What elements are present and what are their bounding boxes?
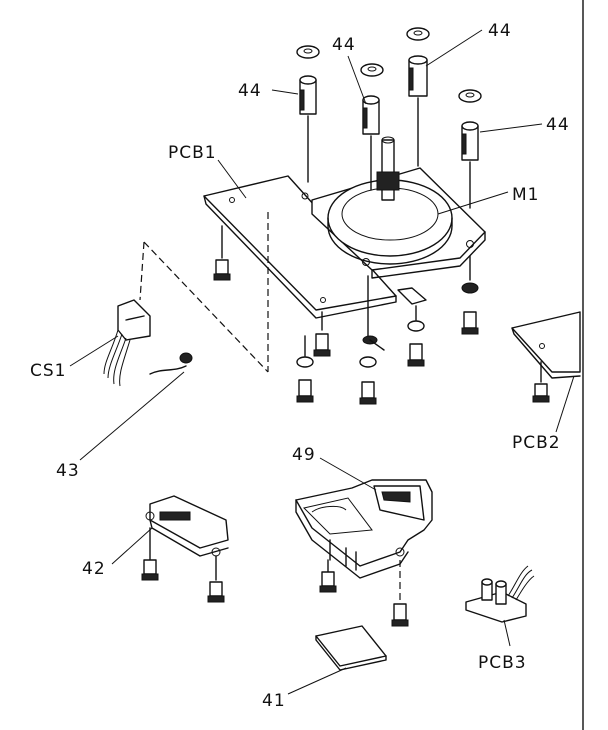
label-44-midleft: 44	[332, 35, 356, 55]
spacer-44-midleft[interactable]	[360, 63, 384, 191]
label-41: 41	[262, 691, 286, 711]
spacer-44-top[interactable]	[406, 27, 430, 167]
screw-washer-1[interactable]	[296, 335, 314, 403]
label-44-left: 44	[238, 81, 262, 101]
motor-m1[interactable]	[311, 136, 486, 279]
screw-washer-5[interactable]	[461, 255, 479, 335]
spacer-44-right[interactable]	[458, 89, 482, 209]
pcb2-board[interactable]	[511, 311, 581, 403]
leader-43	[79, 371, 185, 461]
leader-cs1	[69, 335, 119, 367]
label-pcb2: PCB2	[512, 433, 561, 453]
bracket-screw-4[interactable]	[397, 287, 427, 367]
wire-43[interactable]	[149, 352, 193, 375]
label-m1: M1	[512, 185, 539, 205]
label-pcb1: PCB1	[168, 143, 217, 163]
leader-44a	[271, 89, 299, 95]
label-pcb3: PCB3	[478, 653, 527, 673]
leader-44d	[479, 123, 543, 133]
dashed-leader-cs1-b	[139, 241, 145, 301]
pcb3-board[interactable]	[465, 565, 535, 623]
bracket-screw-3[interactable]	[359, 275, 385, 405]
label-44-top: 44	[488, 21, 512, 41]
spacer-44-left[interactable]	[296, 45, 320, 183]
housing-49[interactable]	[295, 479, 433, 627]
pad-41[interactable]	[315, 625, 387, 671]
leader-m1	[437, 191, 509, 215]
leader-41	[287, 667, 347, 695]
label-49: 49	[292, 445, 316, 465]
leader-44b	[347, 55, 367, 105]
leader-49	[319, 457, 377, 491]
leader-42	[111, 527, 153, 565]
screw-2[interactable]	[313, 311, 331, 357]
label-44-right: 44	[546, 115, 570, 135]
label-42: 42	[82, 559, 106, 579]
leader-pcb1	[217, 159, 247, 199]
leader-pcb3	[503, 619, 511, 647]
label-43: 43	[56, 461, 80, 481]
bracket-42[interactable]	[141, 495, 229, 603]
leader-pcb2	[555, 375, 575, 433]
leader-44c	[425, 29, 483, 67]
dashed-leader-cs1	[143, 241, 269, 373]
connector-cs1[interactable]	[103, 299, 151, 387]
pcb1-board[interactable]	[203, 175, 397, 319]
screw-pcb1-left[interactable]	[213, 225, 231, 281]
label-cs1: CS1	[30, 361, 66, 381]
